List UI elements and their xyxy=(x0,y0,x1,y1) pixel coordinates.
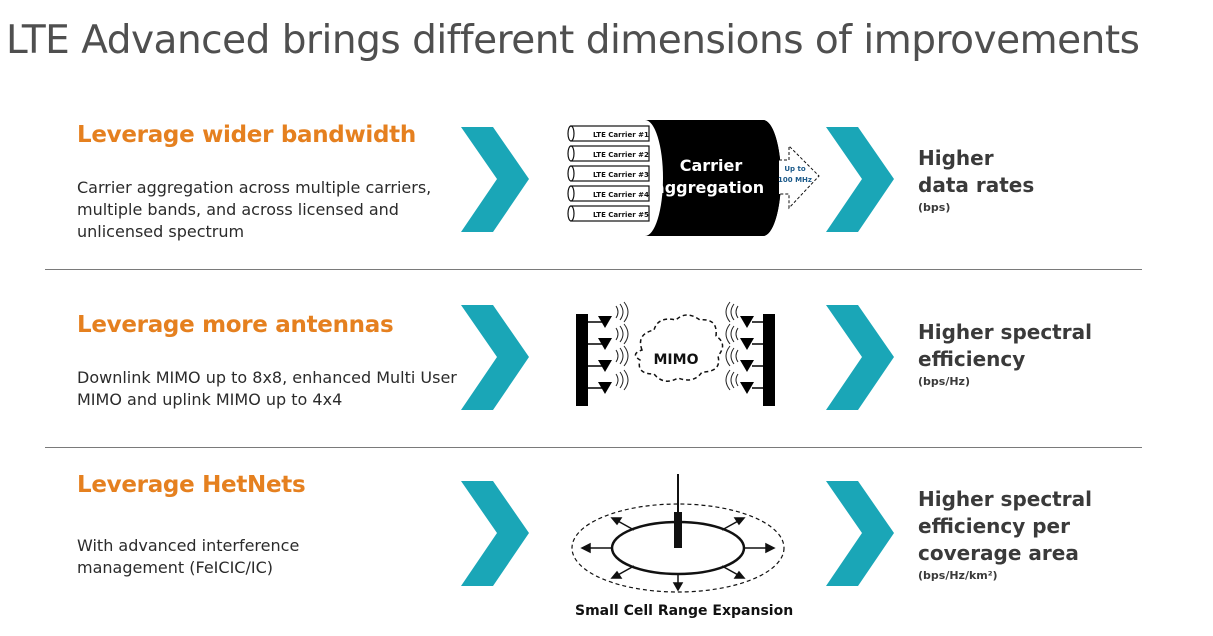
row3-chevron-left-icon xyxy=(461,481,529,586)
carrier-label-5: LTE Carrier #5 xyxy=(593,211,649,219)
row2-chevron-right-icon xyxy=(826,305,894,410)
row1-chevron-left-icon xyxy=(461,127,529,232)
aggregation-label-2: aggregation xyxy=(654,178,764,197)
row1-unit: (bps) xyxy=(918,201,951,214)
arrow-label-2: 100 MHz xyxy=(778,176,812,184)
expansion-arrows-icon xyxy=(580,517,776,592)
right-antenna-mast xyxy=(763,314,775,406)
row1-heading: Leverage wider bandwidth xyxy=(77,122,416,148)
carrier-label-4: LTE Carrier #4 xyxy=(593,191,649,199)
output-arrow-icon xyxy=(779,144,820,210)
mimo-cloud-icon xyxy=(634,314,724,382)
small-cell-graphic xyxy=(571,474,785,593)
page-title: LTE Advanced brings different dimensions… xyxy=(6,18,1140,63)
divider-1 xyxy=(45,269,1142,270)
row1-description: Carrier aggregation across multiple carr… xyxy=(77,178,432,241)
expanded-range-ellipse xyxy=(571,503,785,593)
left-waves-icon xyxy=(615,301,629,391)
carrier-aggregation-graphic: LTE Carrier #1 LTE Carrier #2 LTE Carrie… xyxy=(567,120,820,236)
row3-unit: (bps/Hz/km²) xyxy=(918,569,998,582)
left-antenna-mast xyxy=(576,314,588,406)
row2-heading: Leverage more antennas xyxy=(77,312,394,338)
mimo-graphic: MIMO xyxy=(576,301,775,406)
left-antennas-icon xyxy=(588,316,612,394)
small-cell-caption: Small Cell Range Expansion xyxy=(575,603,794,619)
row2-unit: (bps/Hz) xyxy=(918,375,970,388)
carrier-label-3: LTE Carrier #3 xyxy=(593,171,649,179)
divider-2 xyxy=(45,447,1142,448)
mimo-label: MIMO xyxy=(654,352,699,368)
carrier-pipes: LTE Carrier #1 LTE Carrier #2 LTE Carrie… xyxy=(567,125,650,222)
aggregation-cable xyxy=(645,120,781,236)
carrier-label-2: LTE Carrier #2 xyxy=(593,151,649,159)
right-antennas-icon xyxy=(740,316,764,394)
row3-chevron-right-icon xyxy=(826,481,894,586)
carrier-label-1: LTE Carrier #1 xyxy=(593,131,649,139)
right-waves-icon xyxy=(725,301,739,391)
row3-heading: Leverage HetNets xyxy=(77,472,306,498)
small-cell-tower-icon xyxy=(674,512,682,548)
aggregation-label-1: Carrier xyxy=(680,156,743,175)
row2-description: Downlink MIMO up to 8x8, enhanced Multi … xyxy=(77,368,457,409)
arrow-label-1: Up to xyxy=(784,165,805,173)
row2-chevron-left-icon xyxy=(461,305,529,410)
row1-chevron-right-icon xyxy=(826,127,894,232)
